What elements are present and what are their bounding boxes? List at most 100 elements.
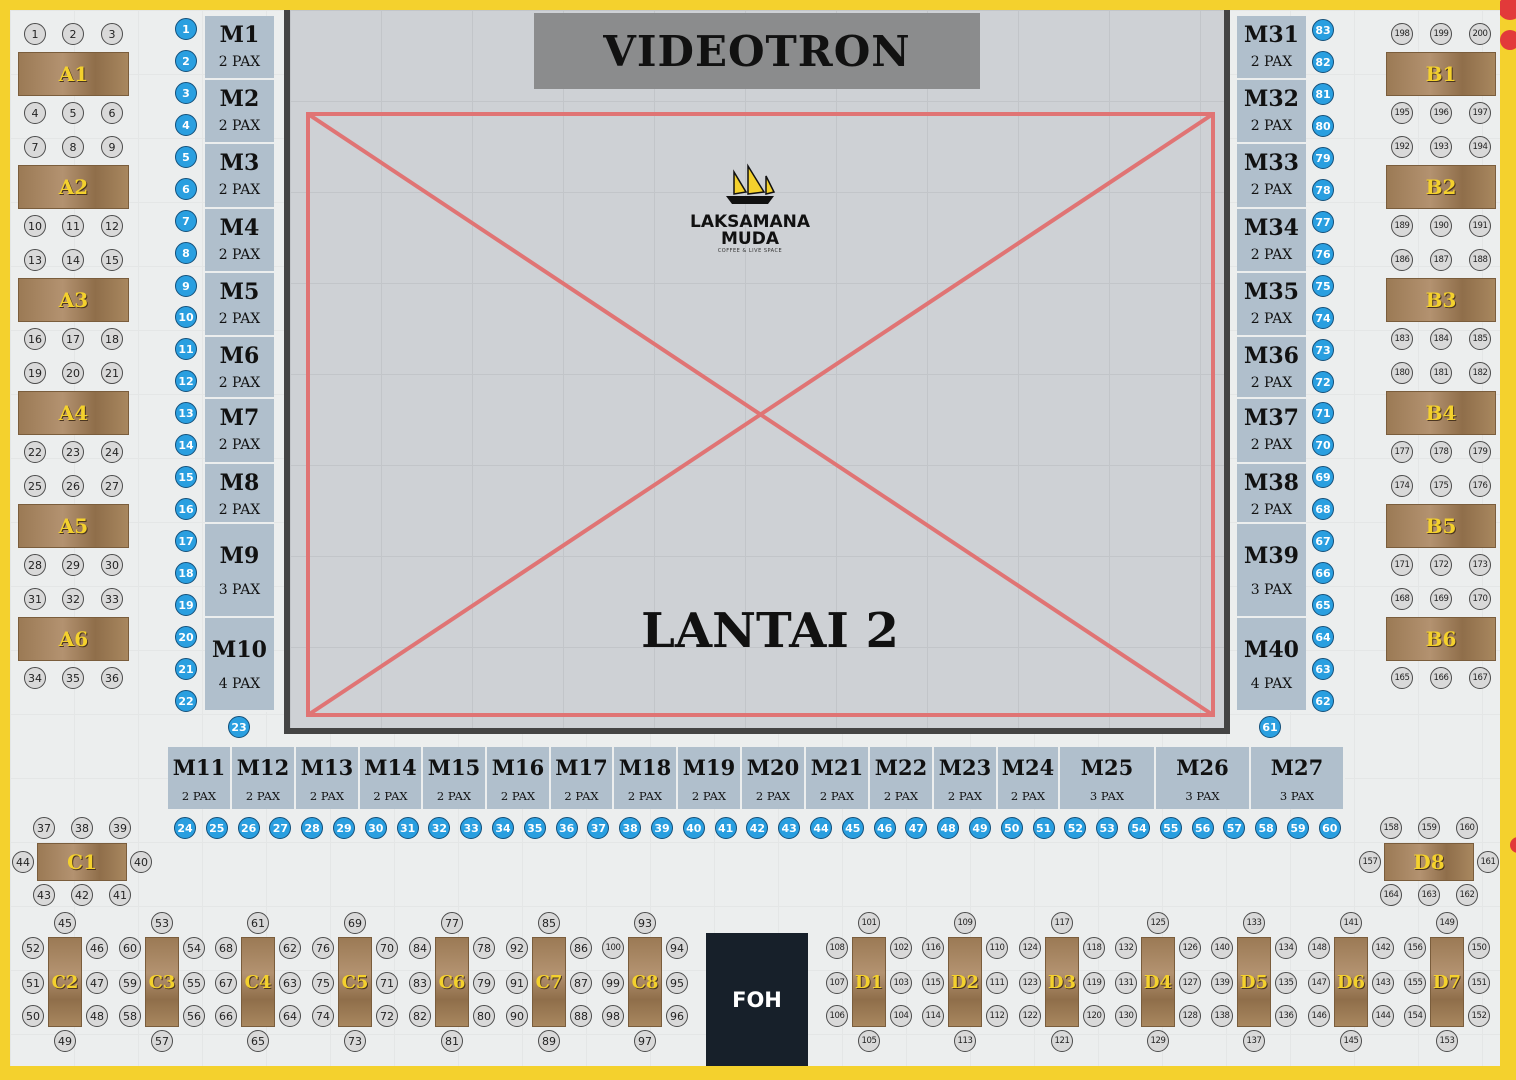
seat-56[interactable]: 56 (1191, 817, 1214, 839)
table-B4[interactable]: B4 (1386, 391, 1496, 435)
seat-35[interactable]: 35 (62, 667, 84, 689)
seat-96[interactable]: 96 (666, 1005, 688, 1027)
seat-38[interactable]: 38 (71, 817, 93, 839)
seat-55[interactable]: 55 (1159, 817, 1182, 839)
seat-149[interactable]: 149 (1436, 912, 1458, 934)
seat-38[interactable]: 38 (619, 817, 642, 839)
seat-11[interactable]: 11 (175, 338, 197, 360)
seat-156[interactable]: 156 (1404, 937, 1426, 959)
seat-64[interactable]: 64 (1312, 626, 1334, 648)
seat-83[interactable]: 83 (1312, 19, 1334, 41)
seat-65[interactable]: 65 (1312, 594, 1334, 616)
seat-70[interactable]: 70 (376, 937, 398, 959)
seat-77[interactable]: 77 (1312, 211, 1334, 233)
seat-125[interactable]: 125 (1147, 912, 1169, 934)
seat-176[interactable]: 176 (1469, 475, 1491, 497)
seat-4[interactable]: 4 (175, 114, 197, 136)
seat-30[interactable]: 30 (364, 817, 387, 839)
seat-122[interactable]: 122 (1019, 1005, 1041, 1027)
seat-60[interactable]: 60 (1318, 817, 1341, 839)
seat-26[interactable]: 26 (62, 475, 84, 497)
seat-120[interactable]: 120 (1083, 1005, 1105, 1027)
seat-87[interactable]: 87 (570, 972, 592, 994)
seat-189[interactable]: 189 (1391, 215, 1413, 237)
seat-170[interactable]: 170 (1469, 588, 1491, 610)
table-C4[interactable]: C4 (241, 937, 275, 1027)
seat-24[interactable]: 24 (174, 817, 196, 839)
seat-32[interactable]: 32 (428, 817, 451, 839)
seat-181[interactable]: 181 (1430, 362, 1452, 384)
seat-27[interactable]: 27 (269, 817, 292, 839)
seat-11[interactable]: 11 (62, 215, 84, 237)
seat-198[interactable]: 198 (1391, 23, 1413, 45)
seat-45[interactable]: 45 (841, 817, 864, 839)
seat-63[interactable]: 63 (279, 972, 301, 994)
seat-9[interactable]: 9 (101, 136, 123, 158)
table-D5[interactable]: D5 (1237, 937, 1271, 1027)
seat-75[interactable]: 75 (1312, 275, 1334, 297)
seat-145[interactable]: 145 (1340, 1030, 1362, 1052)
seat-8[interactable]: 8 (62, 136, 84, 158)
seat-43[interactable]: 43 (33, 884, 55, 906)
seat-18[interactable]: 18 (101, 328, 123, 350)
table-D6[interactable]: D6 (1334, 937, 1368, 1027)
seat-56[interactable]: 56 (183, 1005, 205, 1027)
seat-172[interactable]: 172 (1430, 554, 1452, 576)
table-A4[interactable]: A4 (18, 391, 129, 435)
seat-130[interactable]: 130 (1115, 1005, 1137, 1027)
seat-112[interactable]: 112 (986, 1005, 1008, 1027)
seat-107[interactable]: 107 (826, 972, 848, 994)
seat-72[interactable]: 72 (1312, 371, 1334, 393)
seat-2[interactable]: 2 (175, 50, 197, 72)
table-A6[interactable]: A6 (18, 617, 129, 661)
seat-3[interactable]: 3 (101, 23, 123, 45)
seat-76[interactable]: 76 (1312, 243, 1334, 265)
seat-23[interactable]: 23 (228, 716, 250, 738)
table-B2[interactable]: B2 (1386, 165, 1496, 209)
seat-186[interactable]: 186 (1391, 249, 1413, 271)
seat-81[interactable]: 81 (1312, 83, 1334, 105)
seat-26[interactable]: 26 (237, 817, 260, 839)
seat-158[interactable]: 158 (1380, 817, 1402, 839)
table-B6[interactable]: B6 (1386, 617, 1496, 661)
seat-16[interactable]: 16 (175, 498, 197, 520)
seat-177[interactable]: 177 (1391, 441, 1413, 463)
seat-6[interactable]: 6 (101, 102, 123, 124)
seat-175[interactable]: 175 (1430, 475, 1452, 497)
seat-64[interactable]: 64 (279, 1005, 301, 1027)
seat-115[interactable]: 115 (922, 972, 944, 994)
seat-99[interactable]: 99 (602, 972, 624, 994)
seat-93[interactable]: 93 (634, 912, 656, 934)
seat-48[interactable]: 48 (86, 1005, 108, 1027)
seat-119[interactable]: 119 (1083, 972, 1105, 994)
seat-83[interactable]: 83 (409, 972, 431, 994)
seat-81[interactable]: 81 (441, 1030, 463, 1052)
seat-29[interactable]: 29 (333, 817, 355, 839)
seat-98[interactable]: 98 (602, 1005, 624, 1027)
seat-136[interactable]: 136 (1275, 1005, 1297, 1027)
seat-54[interactable]: 54 (183, 937, 205, 959)
seat-5[interactable]: 5 (175, 146, 197, 168)
table-D8[interactable]: D8 (1384, 843, 1474, 881)
seat-31[interactable]: 31 (396, 817, 419, 839)
seat-21[interactable]: 21 (101, 362, 123, 384)
seat-144[interactable]: 144 (1372, 1005, 1394, 1027)
seat-39[interactable]: 39 (109, 817, 131, 839)
seat-31[interactable]: 31 (24, 588, 46, 610)
seat-12[interactable]: 12 (101, 215, 123, 237)
seat-100[interactable]: 100 (602, 937, 624, 959)
seat-34[interactable]: 34 (492, 817, 514, 839)
table-C6[interactable]: C6 (435, 937, 469, 1027)
